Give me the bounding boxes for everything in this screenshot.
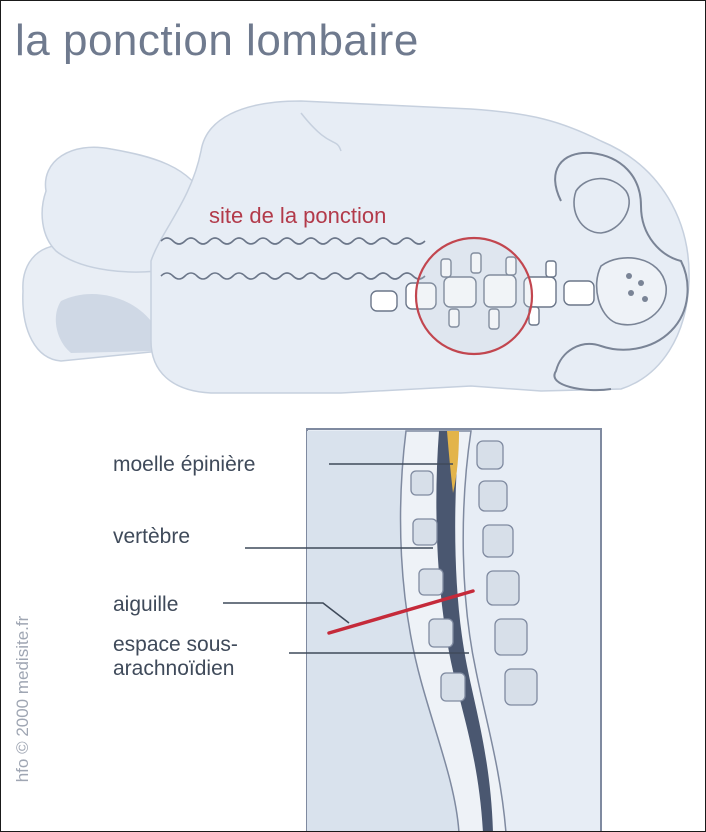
patient-body <box>151 101 689 393</box>
patient-illustration: site de la ponction <box>1 1 705 401</box>
label-vertebra: vertèbre <box>113 525 190 548</box>
spine-section-illustration: moelle épinière vertèbre aiguille espace… <box>1 401 705 831</box>
label-subarachnoid-line2: arachnoïdien <box>113 657 234 680</box>
label-spinal-cord: moelle épinière <box>113 453 255 476</box>
puncture-site-label: site de la ponction <box>209 203 386 228</box>
puncture-site-circle <box>416 238 532 354</box>
label-subarachnoid-line1: espace sous- <box>113 633 238 656</box>
label-needle: aiguille <box>113 593 178 616</box>
